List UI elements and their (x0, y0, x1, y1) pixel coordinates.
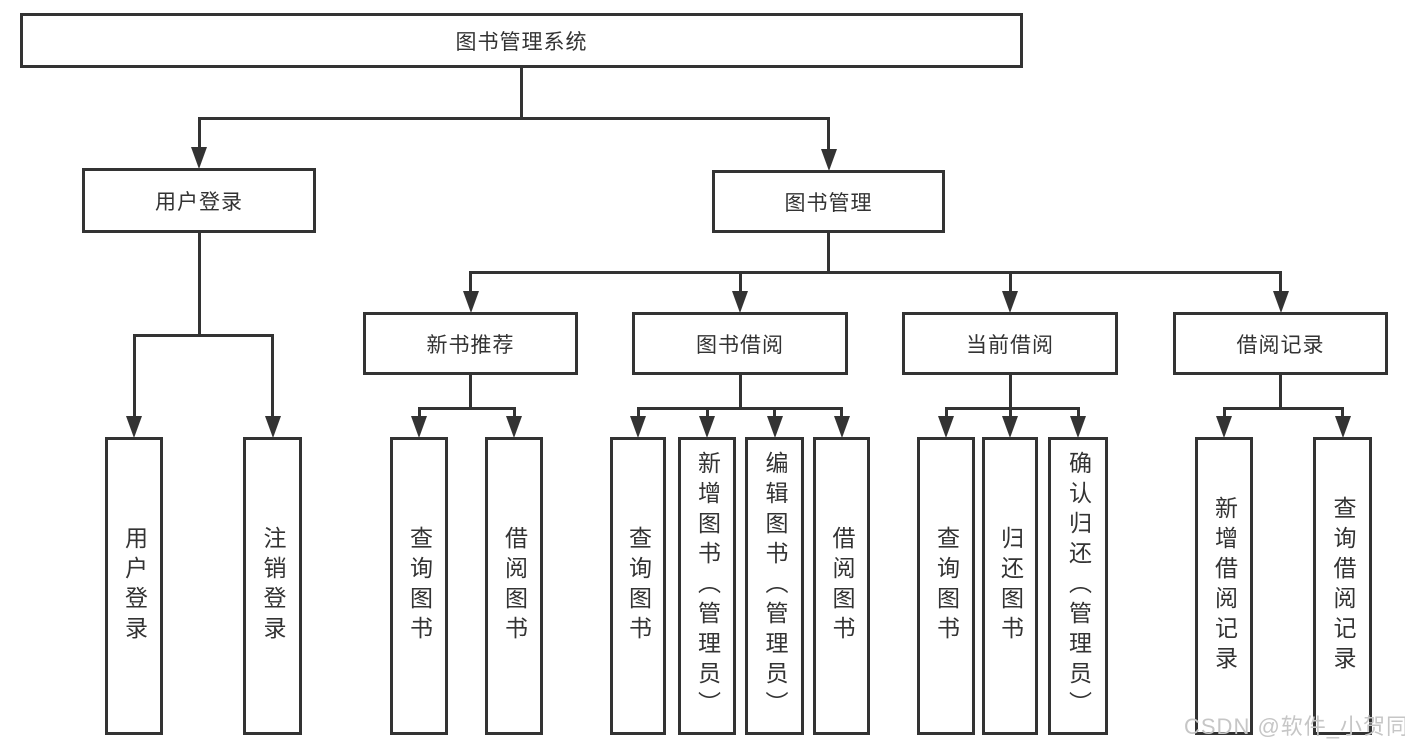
connector-line (271, 335, 274, 420)
node-confirm-return: 确认归还（管理员） (1048, 437, 1108, 735)
node-current-borrow: 当前借阅 (902, 312, 1118, 375)
connector-line (1008, 375, 1012, 408)
arrow-down-icon (264, 416, 281, 438)
arrow-down-icon (411, 416, 427, 438)
arrow-down-icon (1002, 416, 1018, 438)
node-query-borrow-record: 查询借阅记录 (1313, 437, 1372, 735)
node-logout-leaf: 注销登录 (243, 437, 302, 735)
node-book-borrow: 图书借阅 (632, 312, 848, 375)
connector-line (738, 375, 742, 408)
connector-line (944, 406, 1080, 410)
connector-line (773, 408, 776, 420)
connector-line (132, 335, 136, 420)
connector-line (827, 233, 830, 272)
connector-line (738, 272, 742, 295)
connector-line (520, 68, 523, 118)
arrow-down-icon (732, 291, 748, 313)
connector-line (197, 233, 201, 335)
node-add-book: 新增图书（管理员） (678, 437, 736, 735)
arrow-down-icon (1334, 416, 1351, 438)
arrow-down-icon (766, 416, 783, 438)
watermark: CSDN @软件_小贺同学 (1184, 714, 1405, 739)
connector-line (417, 408, 421, 420)
arrow-down-icon (938, 416, 954, 438)
connector-line (1008, 408, 1012, 420)
connector-line (1279, 272, 1282, 295)
node-user-login: 用户登录 (82, 168, 316, 233)
connector-line (1341, 408, 1344, 420)
connector-line (944, 408, 948, 420)
connector-line (1279, 375, 1282, 408)
node-borrow-book-2: 借阅图书 (813, 437, 870, 735)
node-query-book-1: 查询图书 (390, 437, 448, 735)
node-book-mgmt: 图书管理 (712, 170, 945, 233)
arrow-down-icon (820, 149, 837, 171)
arrow-down-icon (506, 416, 522, 438)
arrow-down-icon (1070, 416, 1086, 438)
node-query-book-2: 查询图书 (610, 437, 666, 735)
arrow-down-icon (191, 147, 207, 169)
connector-line (469, 375, 472, 408)
connector-line (636, 408, 640, 420)
connector-line (417, 406, 516, 410)
arrow-down-icon (1002, 291, 1018, 313)
node-user-login-leaf: 用户登录 (105, 437, 163, 735)
arrow-down-icon (126, 416, 142, 438)
connector-line (469, 272, 472, 295)
connector-line (1222, 406, 1344, 410)
connector-line (469, 270, 1282, 274)
connector-line (1076, 408, 1080, 420)
connector-line (636, 406, 843, 410)
connector-line (197, 118, 201, 151)
connector-line (1008, 272, 1012, 295)
connector-line (827, 118, 830, 153)
node-return-book: 归还图书 (982, 437, 1038, 735)
node-query-book-3: 查询图书 (917, 437, 975, 735)
connector-line (197, 116, 830, 120)
node-edit-book: 编辑图书（管理员） (745, 437, 804, 735)
connector-line (705, 408, 709, 420)
node-borrow-book-1: 借阅图书 (485, 437, 543, 735)
arrow-down-icon (462, 291, 479, 313)
arrow-down-icon (630, 416, 646, 438)
connector-line (512, 408, 516, 420)
node-add-borrow-record: 新增借阅记录 (1195, 437, 1253, 735)
node-borrow-records: 借阅记录 (1173, 312, 1388, 375)
connector-line (1222, 408, 1226, 420)
node-new-book-rec: 新书推荐 (363, 312, 578, 375)
arrow-down-icon (833, 416, 850, 438)
connector-line (132, 333, 274, 337)
arrow-down-icon (699, 416, 715, 438)
connector-line (840, 408, 843, 420)
arrow-down-icon (1216, 416, 1232, 438)
node-root: 图书管理系统 (20, 13, 1023, 68)
arrow-down-icon (1272, 291, 1289, 313)
